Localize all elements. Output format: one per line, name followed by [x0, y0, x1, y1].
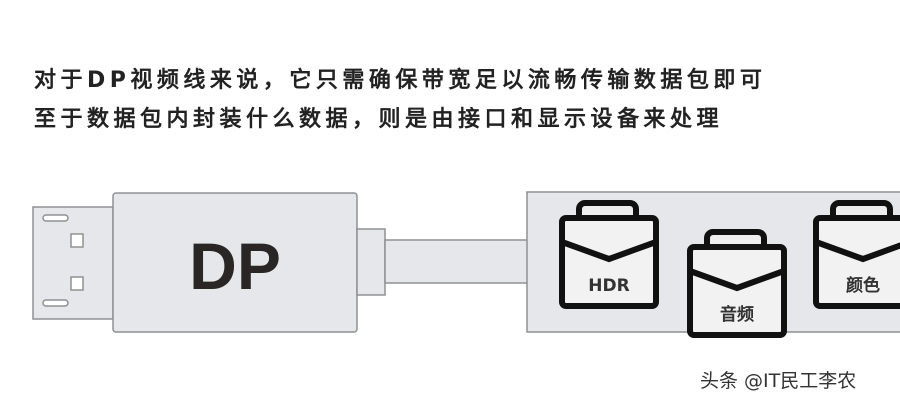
packet-label: 颜色	[846, 275, 880, 296]
dp-label: DP	[189, 229, 281, 303]
packet-audio: 音频	[687, 229, 787, 338]
cable	[384, 239, 531, 284]
packet-color: 颜色	[813, 200, 900, 309]
caption-line-2: 至于数据包内封装什么数据，则是由接口和显示设备来处理	[34, 107, 724, 132]
packet-hdr: HDR	[559, 200, 659, 309]
watermark: 头条 @IT民工李农	[700, 370, 857, 392]
dp-plug-tip	[32, 206, 114, 320]
packet-label: HDR	[588, 276, 629, 296]
packet-label: 音频	[720, 304, 754, 325]
strain-relief	[356, 228, 386, 296]
caption-line-1: 对于DP视频线来说，它只需确保带宽足以流畅传输数据包即可	[34, 68, 767, 93]
